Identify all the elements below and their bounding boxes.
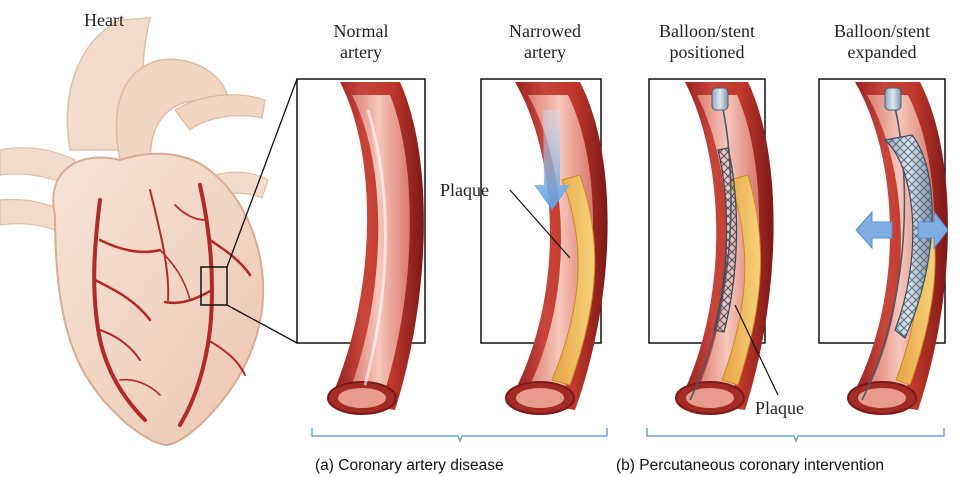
heart-illustration xyxy=(0,18,297,445)
panel-stent-positioned xyxy=(649,79,778,414)
plaque-label-positioned: Plaque xyxy=(755,398,804,418)
plaque-label-narrowed: Plaque xyxy=(440,180,489,200)
panel-normal-artery xyxy=(297,79,425,414)
caption-b: (b) Percutaneous coronary intervention xyxy=(616,457,884,474)
caption-a: (a) Coronary artery disease xyxy=(315,457,504,474)
panel-title-normal-line1: Normal xyxy=(334,21,389,41)
brace-a xyxy=(312,428,607,441)
panel-title-expanded-line2: expanded xyxy=(848,42,917,62)
catheter-tip xyxy=(885,88,901,110)
catheter-tip xyxy=(712,88,728,110)
expansion-arrow-left xyxy=(856,212,892,248)
panel-title-expanded-line1: Balloon/stent xyxy=(834,21,930,41)
panel-title-positioned-line2: positioned xyxy=(670,42,745,62)
panel-stent-expanded xyxy=(819,79,948,414)
heart-label: Heart xyxy=(84,10,124,30)
brace-b xyxy=(647,428,944,441)
panel-title-positioned-line1: Balloon/stent xyxy=(659,21,755,41)
panel-title-narrowed-line1: Narrowed xyxy=(509,21,581,41)
panel-title-normal-line2: artery xyxy=(340,42,382,62)
panel-title-narrowed-line2: artery xyxy=(524,42,566,62)
panel-narrowed-artery xyxy=(481,79,608,414)
